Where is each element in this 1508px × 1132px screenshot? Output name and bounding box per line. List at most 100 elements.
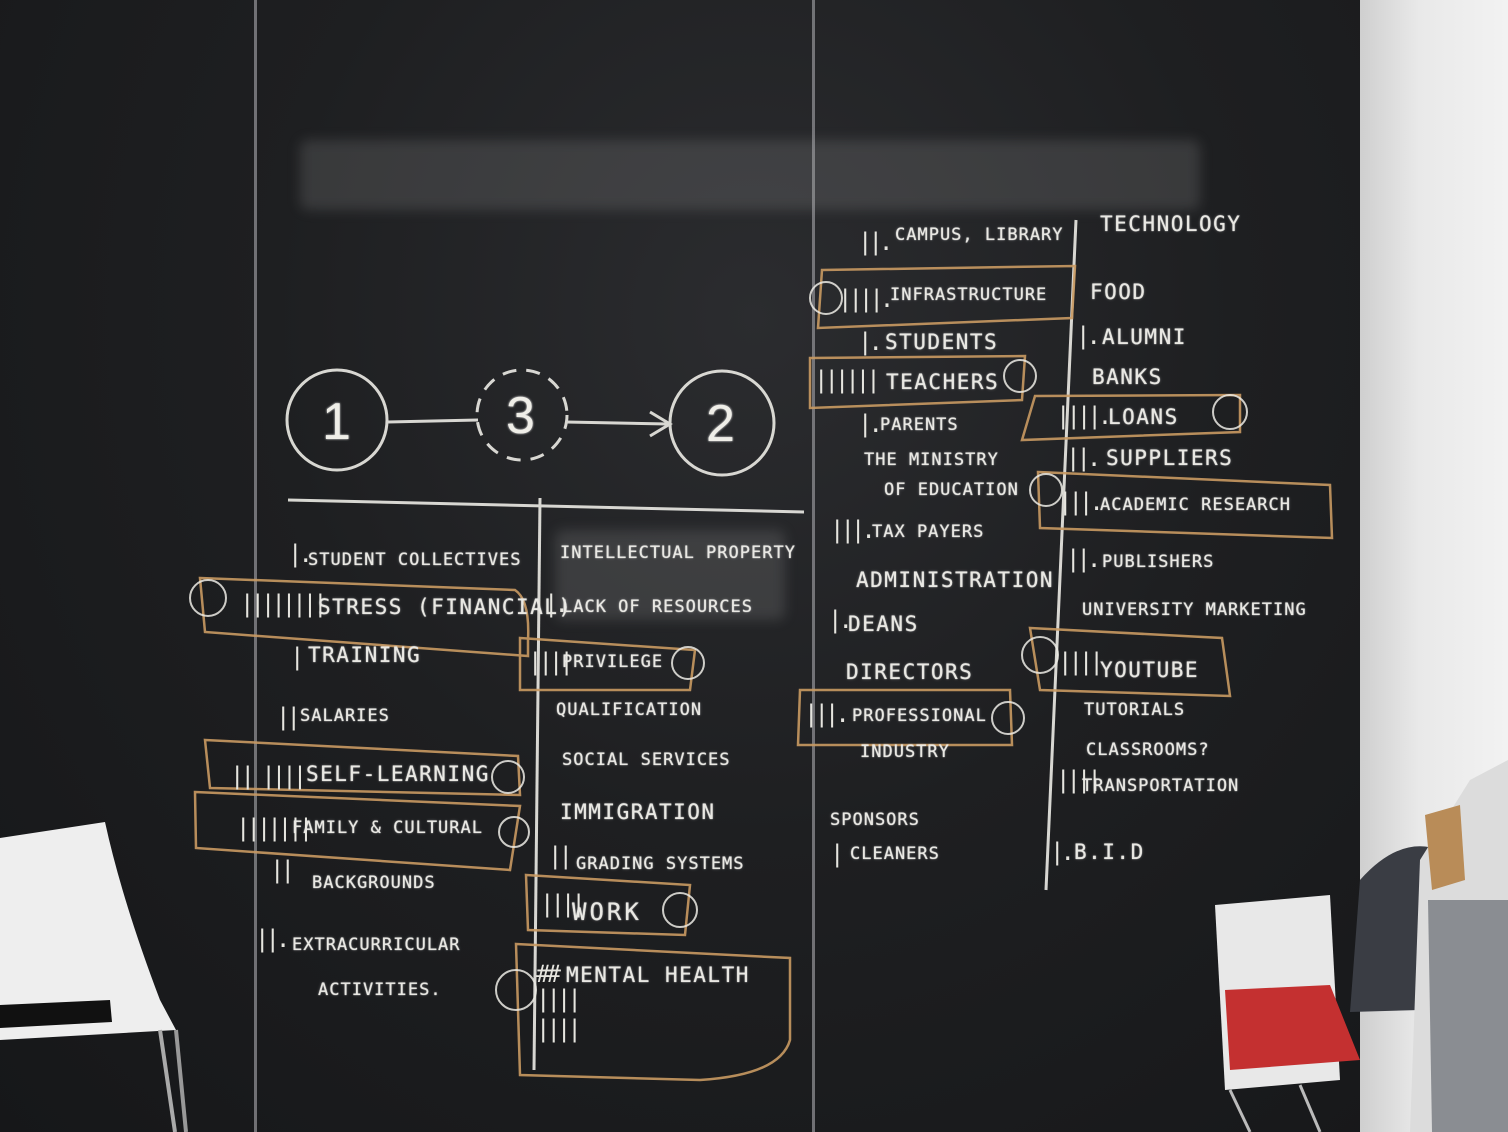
highlight-box-family bbox=[193, 790, 522, 872]
stacked-chairs-right bbox=[1215, 760, 1508, 1132]
tally-mark: |||||||| bbox=[240, 590, 328, 618]
label-salaries: SALARIES bbox=[300, 706, 390, 726]
label-publishers: PUBLISHERS bbox=[1102, 552, 1215, 572]
label-tutorials: TUTORIALS bbox=[1084, 700, 1186, 720]
highlight-box-work bbox=[524, 873, 692, 937]
label-immigration: IMMIGRATION bbox=[560, 800, 716, 824]
label-lack-of-resources: LACK OF RESOURCES bbox=[562, 597, 753, 617]
star-mark bbox=[1021, 636, 1059, 674]
label-administration: ADMINISTRATION bbox=[856, 568, 1055, 592]
label-campus-library: CAMPUS, LIBRARY bbox=[895, 225, 1064, 245]
tally-mark: |. bbox=[544, 590, 569, 618]
circle-number-one: 1 bbox=[322, 393, 351, 451]
tally-mark: |||| bbox=[1058, 648, 1104, 676]
label-tax-payers: TAX PAYERS bbox=[872, 522, 985, 542]
star-mark bbox=[491, 760, 525, 794]
label-work: WORK bbox=[572, 898, 642, 926]
highlight-box-professional bbox=[796, 688, 1014, 747]
star-mark bbox=[671, 646, 705, 680]
label-stress: STRESS (FINANCIAL) bbox=[318, 595, 573, 619]
white-chair-left bbox=[0, 822, 188, 1132]
star-mark bbox=[1003, 359, 1037, 393]
tally-mark: |||| bbox=[540, 890, 586, 918]
tally-mark: |. bbox=[858, 328, 883, 356]
label-classrooms: CLASSROOMS? bbox=[1086, 740, 1210, 760]
label-students: STUDENTS bbox=[885, 330, 999, 354]
tally-mark: |||. bbox=[830, 516, 876, 544]
highlight-box-youtube bbox=[1028, 626, 1232, 698]
tally-mark: |||| bbox=[1056, 766, 1102, 794]
label-social-services: SOCIAL SERVICES bbox=[562, 750, 731, 770]
star-mark bbox=[189, 579, 227, 617]
tally-mark: ||. bbox=[1066, 444, 1101, 472]
eraser-smudge bbox=[300, 140, 1200, 210]
label-activities: ACTIVITIES. bbox=[318, 980, 442, 1000]
label-suppliers: SUPPLIERS bbox=[1106, 446, 1234, 470]
tally-mark: |. bbox=[858, 410, 883, 438]
star-mark bbox=[662, 892, 698, 928]
star-mark bbox=[1029, 473, 1063, 507]
eraser-smudge bbox=[555, 530, 785, 620]
arrow-line bbox=[565, 420, 669, 426]
label-backgrounds: BACKGROUNDS bbox=[312, 873, 436, 893]
tally-mark: ||||||| bbox=[236, 814, 313, 842]
highlight-box-teachers bbox=[808, 354, 1027, 410]
star-mark bbox=[1212, 394, 1248, 430]
label-deans: DEANS bbox=[848, 612, 919, 636]
label-academic-research: ACADEMIC RESEARCH bbox=[1100, 495, 1291, 515]
tally-mark: |. bbox=[1050, 838, 1075, 866]
label-student-collectives: STUDENT COLLECTIVES bbox=[308, 550, 522, 570]
tally-mark: |. bbox=[288, 540, 313, 568]
highlight-box-privilege bbox=[518, 636, 697, 692]
tally-mark: || bbox=[548, 842, 573, 870]
tally-mark: ## bbox=[536, 960, 561, 988]
tally-mark: ||. bbox=[255, 925, 290, 953]
board-panel-seam bbox=[254, 0, 257, 1132]
label-qualification: QUALIFICATION bbox=[556, 700, 703, 720]
tally-mark: | bbox=[290, 643, 305, 671]
tally-mark: |||| bbox=[536, 985, 582, 1013]
highlight-box-stress bbox=[198, 576, 530, 658]
highlight-box-infrastructure bbox=[816, 264, 1077, 330]
circle-one bbox=[285, 368, 389, 472]
tally-mark: || |||| bbox=[230, 762, 307, 790]
label-loans: LOANS bbox=[1108, 405, 1179, 429]
highlight-box-self-learning bbox=[203, 738, 522, 797]
star-mark bbox=[809, 281, 843, 315]
label-the-ministry: THE MINISTRY bbox=[864, 450, 999, 470]
star-mark bbox=[498, 816, 530, 848]
label-transportation: TRANSPORTATION bbox=[1082, 776, 1240, 796]
tally-mark: |||| bbox=[528, 648, 574, 676]
tally-mark: |. bbox=[828, 606, 853, 634]
label-cleaners: CLEANERS bbox=[850, 844, 940, 864]
tally-mark: |||. bbox=[1058, 488, 1104, 516]
label-directors: DIRECTORS bbox=[846, 660, 974, 684]
circle-number-two: 2 bbox=[706, 395, 735, 453]
label-parents: PARENTS bbox=[880, 415, 959, 435]
star-mark bbox=[991, 701, 1025, 735]
star-mark bbox=[495, 969, 537, 1011]
label-of-education: OF EDUCATION bbox=[884, 480, 1019, 500]
tally-mark: ||||. bbox=[838, 285, 894, 313]
label-food: FOOD bbox=[1090, 280, 1147, 304]
tally-mark: || bbox=[276, 703, 301, 731]
label-privilege: PRIVILEGE bbox=[562, 652, 664, 672]
label-mental-health: MENTAL HEALTH bbox=[566, 963, 750, 987]
tally-mark: |||. bbox=[804, 700, 850, 728]
label-sponsors: SPONSORS bbox=[830, 810, 920, 830]
label-grading-systems: GRADING SYSTEMS bbox=[576, 854, 745, 874]
label-training: TRAINING bbox=[308, 643, 422, 667]
tally-mark: |. bbox=[1076, 322, 1101, 350]
label-alumni: ALUMNI bbox=[1102, 325, 1187, 349]
label-professional: PROFESSIONAL bbox=[852, 706, 987, 726]
highlight-box-academic bbox=[1036, 470, 1334, 540]
label-extracurricular: EXTRACURRICULAR bbox=[292, 935, 461, 955]
label-intellectual-property: INTELLECTUAL PROPERTY bbox=[560, 543, 796, 563]
table-vertical-line bbox=[532, 497, 542, 1071]
label-technology: TECHNOLOGY bbox=[1100, 212, 1242, 236]
connector-line bbox=[387, 418, 479, 424]
tally-mark: ||. bbox=[858, 228, 893, 256]
label-university-marketing: UNIVERSITY MARKETING bbox=[1082, 600, 1307, 620]
